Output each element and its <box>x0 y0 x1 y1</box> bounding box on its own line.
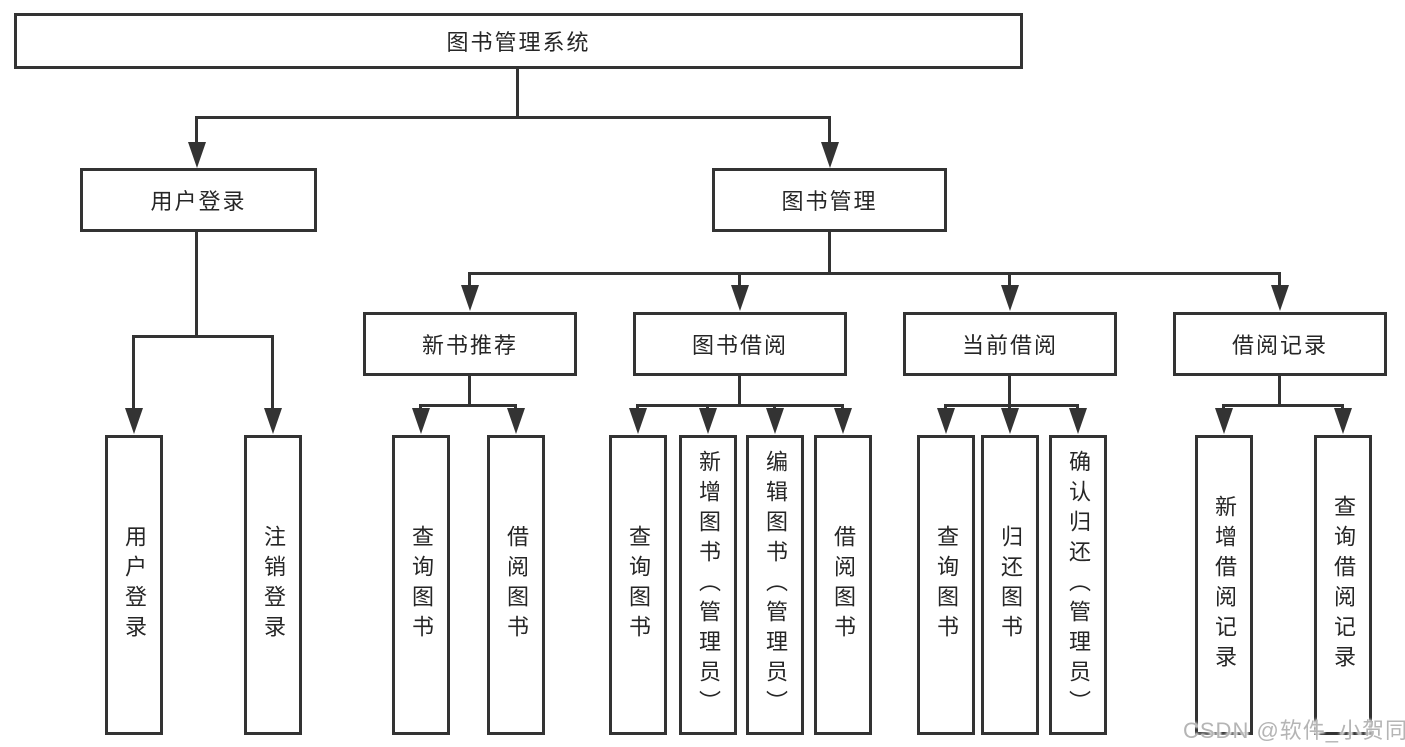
node-label: 图书借阅 <box>691 333 788 358</box>
arrow-down-icon <box>629 408 647 434</box>
node-label: 用户登录 <box>150 189 247 214</box>
connector-line <box>944 404 1079 407</box>
node-add-borrow-record: 新增借阅记录 <box>1195 435 1253 735</box>
arrow-down-icon <box>731 285 749 311</box>
connector-line <box>1278 273 1281 289</box>
node-label: 查询借阅记录 <box>1331 495 1356 675</box>
connector-line <box>132 336 135 412</box>
node-label: 查询图书 <box>934 525 959 645</box>
node-borrowing-records: 借阅记录 <box>1173 312 1387 376</box>
connector-line <box>828 232 831 275</box>
node-borrow-books-recommend: 借阅图书 <box>487 435 545 735</box>
node-label: 新增借阅记录 <box>1212 495 1237 675</box>
arrow-down-icon <box>412 408 430 434</box>
node-label: 编辑图书（管理员） <box>763 450 788 720</box>
node-label: 借阅记录 <box>1231 333 1328 358</box>
arrow-down-icon <box>1001 285 1019 311</box>
node-login: 用户登录 <box>105 435 163 735</box>
connector-line <box>195 116 831 119</box>
node-label: 图书管理系统 <box>446 30 591 55</box>
node-label: 注销登录 <box>261 525 286 645</box>
connector-line <box>1008 273 1011 289</box>
node-query-borrow-record: 查询借阅记录 <box>1314 435 1372 735</box>
node-label: 当前借阅 <box>961 333 1058 358</box>
arrow-down-icon <box>461 285 479 311</box>
connector-line <box>516 69 519 117</box>
node-label: 用户登录 <box>122 525 147 645</box>
connector-line <box>1222 404 1344 407</box>
node-book-borrowing: 图书借阅 <box>633 312 847 376</box>
arrow-down-icon <box>834 408 852 434</box>
connector-line <box>1278 376 1281 407</box>
node-system-root: 图书管理系统 <box>14 13 1023 69</box>
connector-line <box>419 404 517 407</box>
arrow-down-icon <box>507 408 525 434</box>
arrow-down-icon <box>264 408 282 434</box>
arrow-down-icon <box>699 408 717 434</box>
node-label: 图书管理 <box>781 189 878 214</box>
node-add-books-admin: 新增图书（管理员） <box>679 435 737 735</box>
node-label: 查询图书 <box>409 525 434 645</box>
arrow-down-icon <box>821 142 839 168</box>
node-label: 新书推荐 <box>421 333 518 358</box>
watermark: CSDN @软件_小贺同学 <box>1183 718 1405 743</box>
connector-line <box>636 404 844 407</box>
node-return-books: 归还图书 <box>981 435 1039 735</box>
node-new-book-recommend: 新书推荐 <box>363 312 577 376</box>
node-borrow-books-borrowing: 借阅图书 <box>814 435 872 735</box>
node-current-borrowing: 当前借阅 <box>903 312 1117 376</box>
node-query-books-borrowing: 查询图书 <box>609 435 667 735</box>
arrow-down-icon <box>188 142 206 168</box>
arrow-down-icon <box>125 408 143 434</box>
connector-line <box>468 376 471 407</box>
node-query-books-recommend: 查询图书 <box>392 435 450 735</box>
node-label: 归还图书 <box>998 525 1023 645</box>
node-label: 确认归还（管理员） <box>1066 450 1091 720</box>
node-label: 新增图书（管理员） <box>696 450 721 720</box>
arrow-down-icon <box>1069 408 1087 434</box>
connector-line <box>738 273 741 289</box>
arrow-down-icon <box>766 408 784 434</box>
connector-line <box>132 335 274 338</box>
node-query-books-current: 查询图书 <box>917 435 975 735</box>
node-confirm-return-admin: 确认归还（管理员） <box>1049 435 1107 735</box>
node-user-login: 用户登录 <box>80 168 317 232</box>
connector-line <box>828 117 831 147</box>
node-edit-books-admin: 编辑图书（管理员） <box>746 435 804 735</box>
connector-line <box>1008 376 1011 407</box>
arrow-down-icon <box>1271 285 1289 311</box>
arrow-down-icon <box>1334 408 1352 434</box>
arrow-down-icon <box>1001 408 1019 434</box>
connector-line <box>195 232 198 338</box>
connector-line <box>468 272 1281 275</box>
node-label: 借阅图书 <box>831 525 856 645</box>
connector-line <box>468 273 471 289</box>
node-label: 借阅图书 <box>504 525 529 645</box>
connector-line <box>195 117 198 147</box>
connector-line <box>271 336 274 412</box>
node-label: 查询图书 <box>626 525 651 645</box>
node-book-management: 图书管理 <box>712 168 947 232</box>
arrow-down-icon <box>1215 408 1233 434</box>
arrow-down-icon <box>937 408 955 434</box>
node-logout: 注销登录 <box>244 435 302 735</box>
connector-line <box>738 376 741 407</box>
